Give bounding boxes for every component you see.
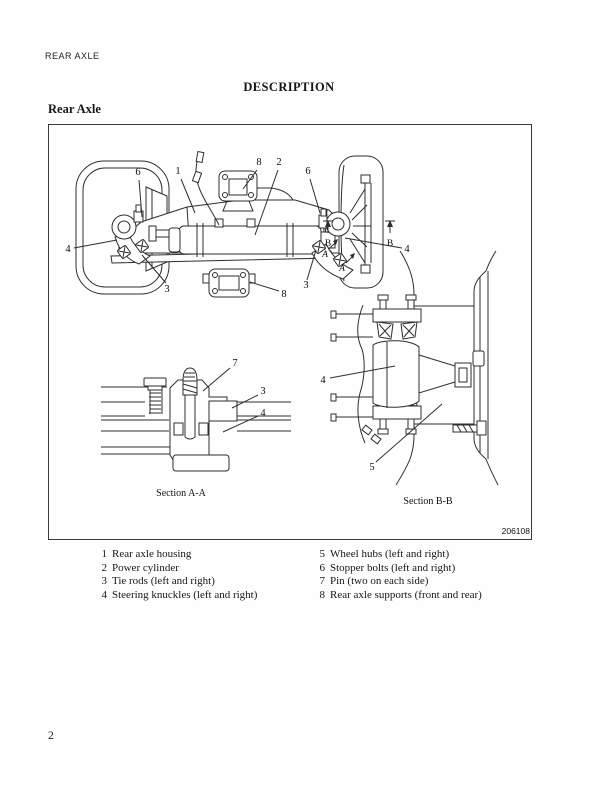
part-item: 6 Stopper bolts (left and right) — [317, 562, 482, 576]
section-b-wheel-studs — [453, 351, 486, 435]
parts-list-right-column: 5 Wheel hubs (left and right) 6 Stopper bo… — [317, 548, 482, 602]
page-number: 2 — [48, 730, 54, 742]
callout-7: 7 — [232, 358, 237, 369]
callout-4-section-b: 4 — [320, 375, 326, 386]
hydraulic-hose — [192, 152, 219, 225]
callout-6-right: 6 — [305, 166, 310, 177]
section-b-wheel-hub — [373, 341, 471, 408]
section-a-knuckle-body — [170, 380, 229, 471]
figure-frame: 6 1 8 2 6 4 3 8 3 — [48, 124, 532, 540]
b-mark-right: B — [387, 239, 393, 249]
part-label: Wheel hubs (left and right) — [330, 548, 450, 560]
section-a-bolt — [144, 378, 166, 414]
callout-4-right: 4 — [404, 244, 410, 255]
callout-2: 2 — [276, 157, 281, 168]
part-number: 5 — [319, 548, 326, 560]
section-a-label: Section A-A — [156, 488, 206, 499]
part-label: Power cylinder — [112, 561, 179, 574]
section-a-callouts: 7 3 4 — [203, 358, 266, 432]
part-number: 7 — [319, 575, 326, 587]
section-a-cut-mark-lower: A — [338, 253, 355, 274]
left-steering-knuckle — [112, 205, 150, 264]
callout-8-bottom: 8 — [281, 289, 286, 300]
axle-support-bottom — [203, 269, 255, 297]
main-callouts: 6 1 8 2 6 4 3 8 3 — [65, 157, 410, 300]
main-assembly-drawing: 6 1 8 2 6 4 3 8 3 — [65, 152, 410, 300]
section-b-cut-mark-left: B — [323, 220, 333, 249]
part-item: 7 Pin (two on each side) — [317, 575, 482, 589]
part-number: 8 — [319, 588, 326, 601]
section-b-label: Section B-B — [403, 496, 452, 507]
section-a-cut-mark-upper: A — [321, 239, 338, 260]
part-label: Pin (two on each side) — [330, 575, 429, 587]
part-number: 6 — [319, 561, 326, 574]
section-a-beam-layers — [101, 387, 291, 454]
parts-list-left-column: 1 Rear axle housing 2 Power cylinder 3 Tie … — [99, 548, 258, 603]
a-mark-lower: A — [338, 264, 345, 274]
power-cylinder — [169, 219, 335, 257]
section-title: DESCRIPTION — [243, 80, 335, 94]
part-number: 4 — [101, 588, 108, 601]
part-label: Rear axle supports (front and rear) — [330, 588, 482, 601]
part-number: 3 — [101, 575, 108, 587]
part-number: 2 — [101, 561, 108, 574]
section-b-callouts: 4 5 — [320, 366, 442, 473]
b-mark-left: B — [325, 239, 331, 249]
part-item: 4 Steering knuckles (left and right) — [99, 588, 258, 603]
part-item: 5 Wheel hubs (left and right) — [317, 548, 482, 562]
part-label: Steering knuckles (left and right) — [112, 588, 258, 601]
figure-number: 206108 — [502, 526, 531, 536]
axle-support-top — [219, 171, 257, 211]
callout-6-left: 6 — [135, 167, 140, 178]
callout-5-section-b: 5 — [369, 462, 374, 473]
part-label: Stopper bolts (left and right) — [330, 561, 456, 574]
callout-3-left: 3 — [164, 284, 169, 295]
section-b-cut-mark-right: B — [385, 220, 395, 249]
part-item: 8 Rear axle supports (front and rear) — [317, 589, 482, 603]
doc-header: REAR AXLE — [45, 51, 100, 61]
callout-8-top: 8 — [256, 157, 261, 168]
part-label: Rear axle housing — [112, 548, 192, 560]
callout-4-left: 4 — [65, 244, 71, 255]
rear-axle-figure: 6 1 8 2 6 4 3 8 3 — [65, 125, 531, 536]
callout-4-section-a: 4 — [260, 408, 266, 419]
part-label: Tie rods (left and right) — [112, 575, 215, 587]
callout-3-right: 3 — [303, 280, 308, 291]
part-item: 2 Power cylinder — [99, 562, 257, 576]
callout-3-section-a: 3 — [260, 386, 265, 397]
section-a-pin — [183, 368, 197, 439]
section-b-drawing: 4 5 Section B-B — [320, 251, 498, 507]
section-a-drawing: 7 3 4 Section A-A — [101, 358, 291, 499]
a-mark-upper: A — [321, 250, 328, 260]
subsection-title: Rear Axle — [48, 102, 101, 116]
section-a-tie-rod-end — [209, 401, 237, 421]
section-b-top-bearing — [373, 295, 421, 339]
part-item: 1 Rear axle housing — [99, 548, 257, 562]
callout-1: 1 — [175, 166, 180, 177]
part-number: 1 — [101, 548, 108, 560]
part-item: 3 Tie rods (left and right) — [99, 575, 257, 589]
